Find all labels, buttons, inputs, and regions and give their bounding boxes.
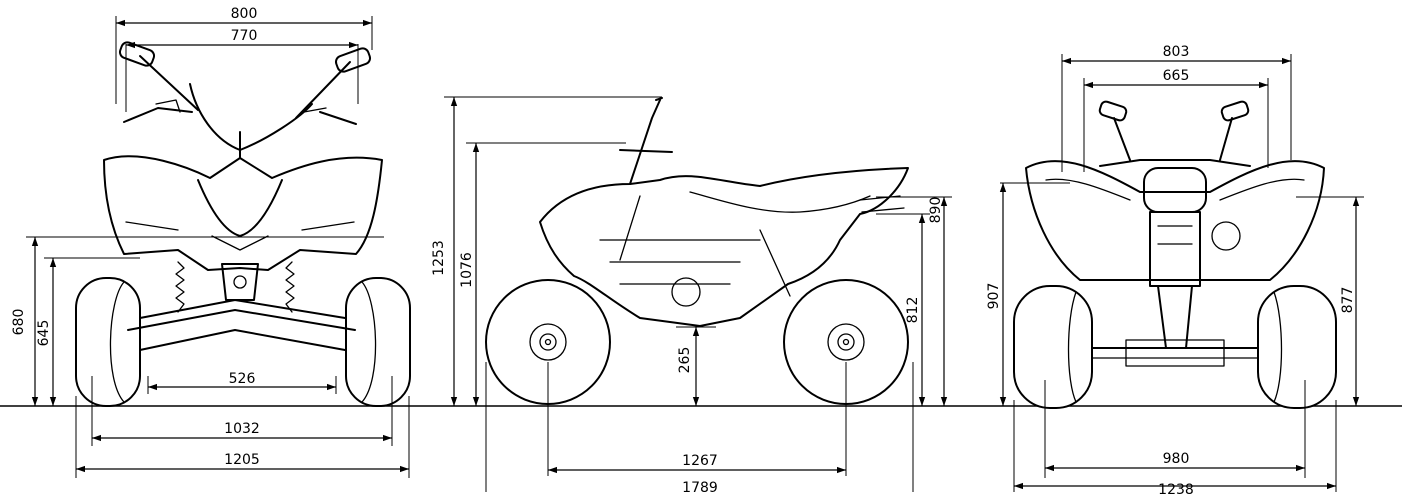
- front-track-label: 1032: [224, 421, 260, 437]
- front-wheel-inner-label: 526: [229, 371, 256, 387]
- side-overall-height-label: 1253: [431, 240, 447, 276]
- side-handlebar-height-label: 1076: [459, 252, 475, 288]
- front-mirror-inner-label: 770: [231, 28, 258, 44]
- front-overall-width-label: 1205: [224, 452, 260, 468]
- rear-atv-outline: [1013, 100, 1337, 409]
- side-view: 1253 1076 265 812 890 1267 1789: [431, 96, 952, 496]
- side-wheelbase-label: 1267: [682, 453, 718, 469]
- front-mirror-span-label: 800: [231, 6, 258, 22]
- front-atv-outline: [75, 41, 411, 407]
- rear-height-left-label: 907: [986, 283, 1002, 310]
- rear-track-label: 980: [1163, 451, 1190, 467]
- rear-mirror-span-label: 803: [1163, 44, 1190, 60]
- side-ground-clearance-label: 265: [677, 347, 693, 374]
- rear-overall-width-label: 1238: [1158, 482, 1194, 496]
- front-height-lower-label: 645: [36, 320, 52, 347]
- front-view: 800 770 680 645 526 1032 1205: [11, 6, 411, 478]
- side-rear-height-label: 890: [928, 197, 944, 224]
- rear-mirror-inner-label: 665: [1163, 68, 1190, 84]
- side-seat-height-label: 812: [905, 297, 921, 324]
- side-overall-length-label: 1789: [682, 480, 718, 496]
- rear-view: 803 665 907 877 980 1238: [986, 44, 1364, 496]
- side-atv-outline: [485, 97, 909, 405]
- rear-height-right-label: 877: [1340, 287, 1356, 314]
- front-height-upper-label: 680: [11, 309, 27, 336]
